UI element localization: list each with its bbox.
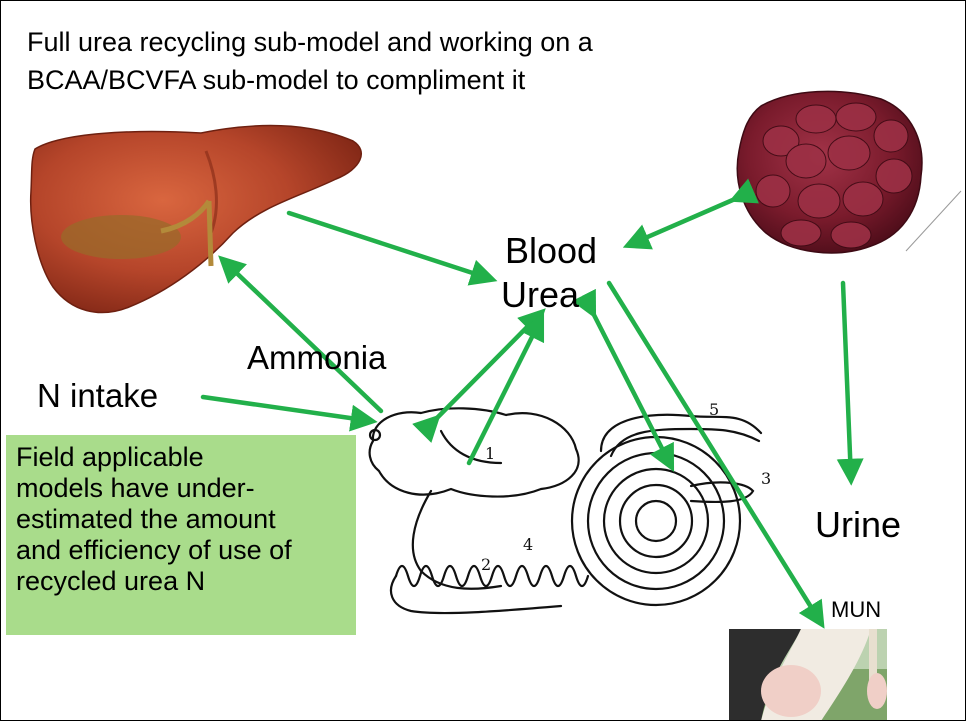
note-line-4: and efficiency of use of: [16, 535, 356, 566]
note-line-1: Field applicable: [16, 442, 356, 473]
arrow-liver-to-blood-urea: [289, 213, 491, 279]
note-line-2: models have under-: [16, 473, 356, 504]
label-blood: Blood: [505, 231, 597, 271]
note-box: Field applicable models have under- esti…: [6, 435, 356, 635]
note-line-3: estimated the amount: [16, 504, 356, 535]
label-urine: Urine: [815, 505, 901, 545]
arrow-ammonia-to-liver: [223, 260, 381, 411]
label-mun: MUN: [831, 597, 881, 623]
arrow-kidney-to-urine: [843, 283, 851, 479]
label-n-intake: N intake: [37, 377, 158, 415]
label-ammonia: Ammonia: [247, 339, 386, 377]
arrow-rumen-to-blood-urea: [469, 319, 541, 463]
arrow-blood-urea-kidney: [629, 199, 735, 245]
arrow-blood-urea-to-mun: [609, 283, 821, 623]
arrow-rumen-blood-urea: [436, 313, 541, 419]
arrow-n-intake: [203, 397, 371, 421]
note-line-5: recycled urea N: [16, 566, 356, 597]
arrow-blood-urea-intestine: [593, 313, 671, 466]
label-urea: Urea: [501, 275, 579, 315]
